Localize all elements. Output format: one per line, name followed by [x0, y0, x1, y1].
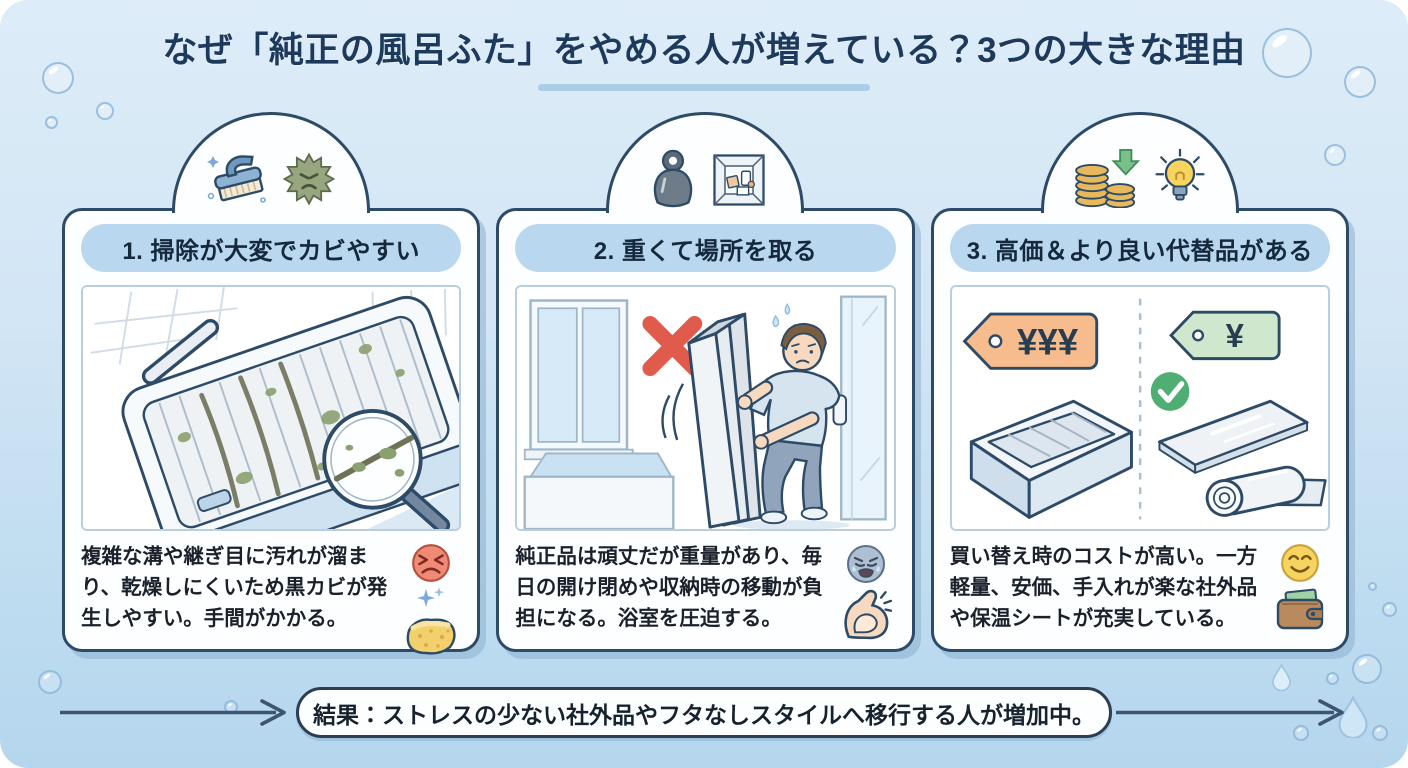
kettlebell-icon	[653, 149, 693, 208]
card1-text-row: 複雑な溝や継ぎ目に汚れが溜まり、乾燥しにくいため黒カビが発生しやすい。手間がかか…	[81, 542, 461, 656]
conclusion-banner: 結果：ストレスの少ない社外品やフタなしスタイルへ移行する人が増加中。	[296, 687, 1112, 738]
water-drop-decoration	[1338, 694, 1368, 740]
cheap-price-tag: ¥	[1168, 310, 1281, 361]
card3-side-icons	[1270, 542, 1330, 639]
card2-text-row: 純正品は頑丈だが重量があり、毎日の開け閉めや収納時の移動が負担になる。浴室を圧迫…	[515, 542, 895, 641]
card1-side-icons	[401, 542, 461, 656]
mold-germ-icon	[282, 152, 335, 206]
bicep-icon	[844, 589, 892, 640]
bubble-decoration	[1262, 28, 1312, 78]
card1-icon-arch	[172, 112, 371, 213]
insulation-roll	[1205, 465, 1327, 517]
svg-text:¥¥¥: ¥¥¥	[1017, 322, 1079, 363]
card2-body: 2. 重くて場所を取る	[496, 208, 915, 652]
bubble-decoration	[96, 102, 114, 120]
card-cleaning-mold: 1. 掃除が大変でカビやすい	[62, 112, 481, 655]
genuine-lid-box	[969, 399, 1133, 519]
card-cost-alternatives: 3. 高価＆より良い代替品がある ¥¥¥	[930, 112, 1349, 652]
person-figure	[737, 303, 841, 525]
lightweight-board	[1157, 399, 1309, 474]
tired-face-icon	[846, 545, 885, 583]
bubble-decoration	[1368, 582, 1377, 591]
magnifier-icon	[322, 408, 451, 529]
scrub-brush-icon	[206, 155, 266, 203]
sponge-icon	[406, 618, 456, 655]
bubble-decoration	[1382, 602, 1397, 617]
red-x-icon	[642, 316, 703, 377]
bubble-decoration	[1372, 725, 1388, 741]
bubble-decoration	[1324, 144, 1346, 166]
card2-side-icons	[836, 542, 896, 641]
bubble-decoration	[45, 116, 58, 129]
card3-text-row: 買い替え時のコストが高い。一方軽量、安価、手入れが楽な社外品や保温シートが充実し…	[950, 542, 1330, 639]
card3-illustration-panel: ¥¥¥ ¥	[949, 285, 1330, 531]
card-heavy-space: 2. 重くて場所を取る	[496, 112, 915, 652]
card2-icon-arch	[606, 112, 805, 213]
bubble-decoration	[1352, 654, 1382, 684]
bubble-decoration	[1293, 725, 1309, 741]
card1-header: 1. 掃除が大変でカビやすい	[81, 224, 462, 272]
moldy-lid-illustration	[83, 287, 460, 529]
angry-face-icon	[412, 544, 451, 582]
sparkles-icon	[417, 587, 445, 607]
card3-description: 買い替え時のコストが高い。一方軽量、安価、手入れが楽な社外品や保温シートが充実し…	[949, 545, 1258, 630]
bubble-decoration	[38, 670, 62, 694]
card3-icon-arch	[1040, 112, 1239, 213]
title-underline	[538, 84, 870, 91]
lightbulb-icon	[1155, 148, 1205, 201]
reason-cards: 1. 掃除が大変でカビやすい	[62, 112, 1349, 655]
water-drop-decoration	[1272, 663, 1291, 692]
card1-body: 1. 掃除が大変でカビやすい	[62, 208, 481, 655]
storage-box-icon	[713, 154, 765, 206]
heavy-lid-illustration	[517, 287, 894, 529]
bubble-decoration	[42, 62, 74, 94]
price-comparison-illustration: ¥¥¥ ¥	[951, 287, 1328, 529]
page-title: なぜ「純正の風呂ふた」をやめる人が増えている？3つの大きな理由	[162, 31, 1246, 70]
expensive-price-tag: ¥¥¥	[962, 312, 1098, 370]
card3-body: 3. 高価＆より良い代替品がある ¥¥¥	[930, 208, 1349, 652]
bubble-decoration	[1344, 66, 1376, 98]
coins-discount-icon	[1075, 148, 1141, 208]
card1-illustration-panel	[81, 285, 462, 531]
card2-header: 2. 重くて場所を取る	[515, 224, 896, 272]
svg-text:¥: ¥	[1225, 317, 1244, 354]
flow-arrow-right	[1116, 699, 1344, 726]
wallet-icon	[1276, 588, 1324, 630]
bubble-decoration	[1326, 672, 1339, 685]
card1-description: 複雑な溝や継ぎ目に汚れが溜まり、乾燥しにくいため黒カビが発生しやすい。手間がかか…	[81, 545, 388, 630]
card3-header: 3. 高価＆より良い代替品がある	[949, 224, 1330, 272]
flow-arrow-left	[60, 699, 286, 726]
check-icon	[1150, 372, 1190, 411]
smiley-face-icon	[1281, 544, 1319, 582]
card2-illustration-panel	[515, 285, 896, 531]
card2-description: 純正品は頑丈だが重量があり、毎日の開け閉めや収納時の移動が負担になる。浴室を圧迫…	[515, 545, 823, 630]
